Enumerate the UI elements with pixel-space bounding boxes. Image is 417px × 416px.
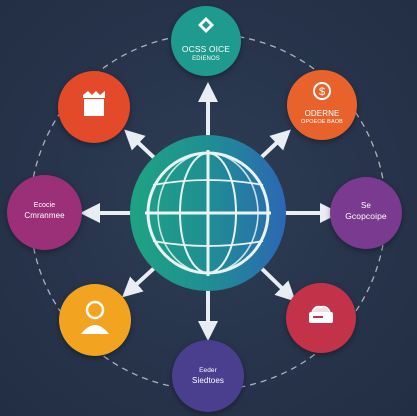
node-lower-left	[59, 284, 131, 356]
node-upper-right-title: ODERNE	[304, 109, 340, 118]
coin-icon: $	[313, 82, 331, 100]
node-top-subtitle: EDIENOS	[192, 56, 220, 62]
node-top-title: OCSS OICE	[181, 44, 231, 54]
diamond-icon	[198, 17, 214, 33]
globe-icon	[130, 135, 286, 291]
node-left: Ecocie Cmranmee	[7, 175, 82, 250]
node-upper-right: $ ODERNE OPOEOE BAOB	[287, 70, 357, 140]
node-bottom-title: Eeder	[199, 367, 217, 374]
node-bottom-subtitle: Siedtoes	[192, 376, 224, 385]
node-upper-right-subtitle: OPOEOE BAOB	[301, 119, 343, 125]
node-left-title: Ecocie	[33, 202, 56, 209]
node-upper-left	[58, 71, 130, 143]
node-right-title: Se	[361, 201, 371, 210]
node-right-subtitle: Gcopcoipe	[345, 211, 387, 221]
node-left-subtitle: Cmranmee	[24, 211, 65, 220]
node-bottom: Eeder Siedtoes	[172, 340, 244, 412]
person-icon	[81, 300, 109, 334]
box-icon	[83, 91, 105, 116]
svg-text:$: $	[319, 86, 325, 98]
node-top: OCSS OICE EDIENOS	[171, 6, 241, 76]
package-icon	[309, 305, 333, 323]
node-right: Se Gcopcoipe	[330, 177, 402, 249]
node-lower-right	[286, 283, 356, 353]
